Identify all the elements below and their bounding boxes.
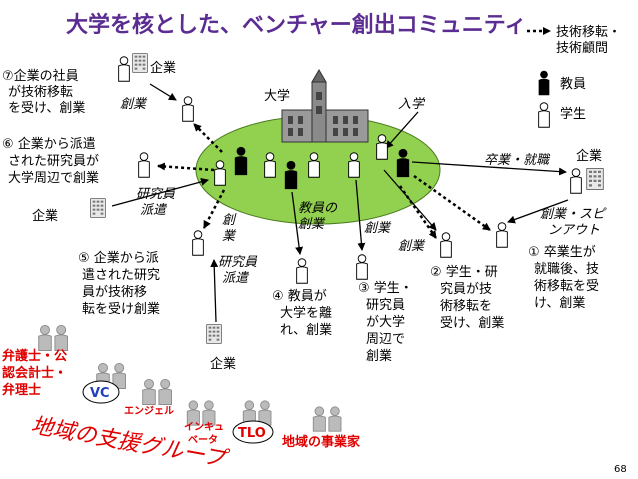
student-icon <box>214 160 226 186</box>
company-label: 企業 <box>150 60 176 76</box>
company-label: 企業 <box>210 356 236 372</box>
company-building-icon <box>90 198 106 218</box>
researcher-icon <box>192 230 204 256</box>
angel-icon <box>142 378 172 406</box>
professionals-icon <box>38 324 68 352</box>
research-dispatch-2: 派遣 <box>140 203 168 218</box>
case3-line1: ③ 学生・ <box>358 280 413 296</box>
student-icon <box>348 152 360 178</box>
student-icon <box>308 152 320 178</box>
spinout-label-1: 創業・スピ <box>540 207 607 222</box>
incubator-line1: インキュ <box>184 421 224 433</box>
case5-line3: 員が技術移 <box>82 285 147 300</box>
sogyo-label: 創業 <box>364 221 392 236</box>
company-label: 企業 <box>32 208 58 224</box>
case2-line4: 受け、創業 <box>440 315 504 331</box>
company-employee-icon <box>118 56 130 82</box>
company-building-icon <box>206 324 222 344</box>
legend-faculty-icon <box>538 70 550 96</box>
faculty-founder-icon <box>296 258 308 284</box>
faculty-startup-1: 教員の <box>298 201 338 216</box>
case5-line1: ⑤ 企業から派 <box>78 250 159 266</box>
case3-line2: 研究員 <box>366 298 405 313</box>
tlo-oval <box>232 420 274 444</box>
angel-label: エンジェル <box>124 405 174 417</box>
company-building-icon <box>586 168 604 190</box>
sogyo-vertical-1: 創 <box>222 213 237 228</box>
faculty-icon <box>234 146 248 176</box>
case7-line2: が技術移転 <box>8 85 73 100</box>
case7-line3: を受け、創業 <box>8 100 85 116</box>
local-entrepreneurs-icon <box>312 406 342 432</box>
case4-line1: ④ 教員が <box>272 288 327 304</box>
vc-label: VC <box>90 386 110 401</box>
graduate-founder-icon <box>496 222 508 248</box>
sogyo-label: 創業 <box>398 239 426 254</box>
legend-tech-transfer-1: 技術移転・ <box>556 25 621 40</box>
case3-line5: 創業 <box>366 348 392 364</box>
case5-line2: 遣された研究 <box>82 268 160 283</box>
case2-line1: ② 学生・研 <box>430 264 498 280</box>
student-icon <box>264 152 276 178</box>
case3-line4: 周辺で <box>366 332 405 347</box>
research-dispatch-1: 研究員 <box>218 254 258 270</box>
professionals-line3: 弁理士 <box>2 382 41 398</box>
local-entrepreneurs-label: 地域の事業家 <box>282 434 361 450</box>
case1-line4: け、創業 <box>534 295 585 311</box>
student-icon <box>376 134 388 160</box>
case2-line3: 術移転を <box>440 299 492 314</box>
case6-line3: 大学周辺で創業 <box>8 170 99 186</box>
graduate-employee-icon <box>570 168 582 194</box>
case6-line1: ⑥ 企業から派遣 <box>2 136 96 152</box>
legend-tech-transfer-2: 技術顧問 <box>556 41 608 56</box>
student-founder-icon <box>356 254 368 280</box>
case4-line3: れ、創業 <box>280 322 332 338</box>
case3-line3: が大学 <box>366 314 405 330</box>
support-group: 弁護士・公 認会計士・ 弁理士 VC エンジェル インキュ ベータ TLO 地域… <box>2 324 361 473</box>
legend-student-icon <box>538 102 550 128</box>
case7-line1: ⑦企業の社員 <box>2 68 79 84</box>
incubator-line2: ベータ <box>188 434 218 446</box>
professionals-line1: 弁護士・公 <box>2 348 67 364</box>
spinout-label-2: ンアウト <box>548 223 600 238</box>
university-label: 大学 <box>264 88 290 104</box>
faculty-startup-2: 創業 <box>298 217 326 232</box>
graduation-employment-label: 卒業・就職 <box>484 153 551 168</box>
faculty-icon <box>396 148 410 178</box>
enter-university-label: 入学 <box>398 96 426 112</box>
professionals-line2: 認会計士・ <box>2 365 67 381</box>
case1-line2: 就職後、技 <box>534 262 599 277</box>
research-dispatch-2: 派遣 <box>222 271 250 286</box>
case1-line1: ① 卒業生が <box>528 244 596 260</box>
sogyo-label: 創業 <box>120 97 148 112</box>
company-label: 企業 <box>576 148 602 164</box>
case2-line2: 究員が技 <box>440 282 492 297</box>
page-number: 68 <box>614 464 627 475</box>
startup-founder-icon <box>182 96 194 122</box>
student-founder-icon <box>440 232 452 258</box>
legend-student: 学生 <box>560 106 586 122</box>
diagram-title: 大学を核とした、ベンチャー創出コミュニティ <box>66 12 526 38</box>
sogyo-vertical-2: 業 <box>222 229 237 244</box>
case4-line2: 大学を離 <box>280 305 332 321</box>
legend-faculty: 教員 <box>560 76 586 92</box>
case5-line4: 転を受け創業 <box>82 301 160 317</box>
faculty-icon <box>284 160 298 190</box>
company-building-icon <box>132 53 148 73</box>
case1-line3: 術移転を受 <box>534 279 599 294</box>
case6-line2: された研究員が <box>8 154 99 169</box>
researcher-icon <box>138 152 150 178</box>
university-building-icon <box>281 69 369 143</box>
legend: 技術移転・ 技術顧問 教員 学生 <box>527 25 621 128</box>
vc-oval <box>82 380 120 404</box>
tlo-label: TLO <box>238 426 266 441</box>
